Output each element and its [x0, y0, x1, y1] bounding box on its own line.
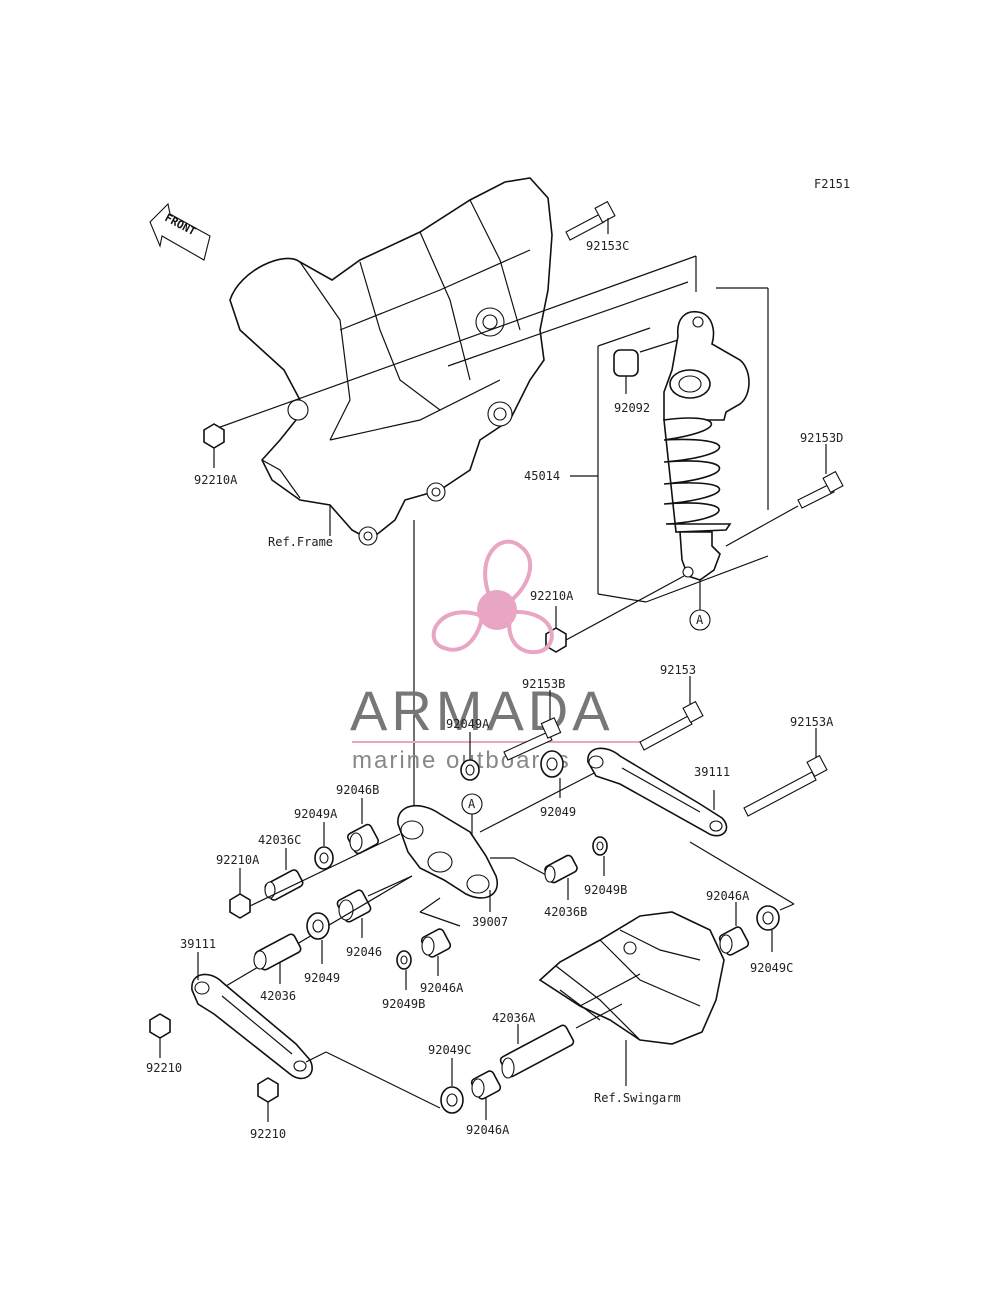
label-45014: 45014	[524, 469, 560, 483]
label-92049A-left: 92049A	[294, 807, 338, 821]
collar-42036C-drawing	[264, 869, 304, 901]
bolt-92153B-drawing	[503, 717, 562, 761]
link-39111-right-drawing	[587, 747, 728, 837]
label-92153D: 92153D	[800, 431, 843, 445]
label-92046A-mid: 92046A	[420, 981, 464, 995]
bolt-92153A-drawing	[743, 754, 828, 817]
label-92210A-top: 92210A	[194, 473, 238, 487]
label-92049C-right: 92049C	[750, 961, 793, 975]
front-arrow-icon: FRONT	[149, 202, 211, 261]
bolt-92153C-drawing	[565, 200, 616, 241]
label-39007: 39007	[472, 915, 508, 929]
label-92049-left: 92049	[304, 971, 340, 985]
label-92049A-top: 92049A	[446, 717, 490, 731]
bearing-92046A-right-drawing	[718, 926, 750, 956]
label-39111-right: 39111	[694, 765, 730, 779]
label-39111-left: 39111	[180, 937, 216, 951]
shock-absorber-drawing	[663, 310, 750, 581]
nut-92210-low-drawing	[257, 1077, 279, 1103]
rocker-39007-drawing	[397, 805, 499, 899]
label-92210A-left: 92210A	[216, 853, 260, 867]
collar-42036A-drawing	[499, 1024, 575, 1079]
label-92049B-right: 92049B	[584, 883, 627, 897]
label-92046A-low: 92046A	[466, 1123, 510, 1137]
callout-marker-rocker: A	[468, 797, 476, 811]
bearing-92046A-low-drawing	[470, 1070, 502, 1100]
figure-code: F2151	[814, 177, 850, 191]
nut-92210A-top-drawing	[203, 423, 225, 449]
label-42036: 42036	[260, 989, 296, 1003]
link-39111-left-drawing	[191, 973, 313, 1080]
label-92046A-right: 92046A	[706, 889, 750, 903]
label-92153: 92153	[660, 663, 696, 677]
armada-watermark-logo	[431, 539, 554, 655]
ref-frame-label: Ref.Frame	[268, 535, 333, 549]
label-92049-mid: 92049	[540, 805, 576, 819]
nut-92210-left-drawing	[149, 1013, 171, 1039]
label-92210-left: 92210	[146, 1061, 182, 1075]
nut-92210A-left-drawing	[229, 893, 251, 919]
label-92046: 92046	[346, 945, 382, 959]
ref-swingarm-label: Ref.Swingarm	[594, 1091, 681, 1105]
label-92049C-low: 92049C	[428, 1043, 471, 1057]
bolt-92153-drawing	[639, 700, 704, 751]
label-92153A: 92153A	[790, 715, 834, 729]
label-92049B-low: 92049B	[382, 997, 425, 1011]
watermark-brand: ARMADA	[350, 679, 614, 742]
label-42036C: 42036C	[258, 833, 301, 847]
bolt-92153D-drawing	[797, 470, 844, 509]
frame-drawing	[229, 177, 553, 546]
label-92092: 92092	[614, 401, 650, 415]
callout-marker-shock: A	[696, 613, 704, 627]
bearing-92046A-mid-drawing	[420, 928, 452, 958]
label-92153B: 92153B	[522, 677, 565, 691]
label-92210A-mid: 92210A	[530, 589, 574, 603]
label-92046B: 92046B	[336, 783, 379, 797]
label-42036B: 42036B	[544, 905, 587, 919]
collar-42036-drawing	[253, 933, 302, 971]
nut-92210A-mid-drawing	[545, 627, 567, 653]
bearing-92046B-drawing	[346, 823, 380, 855]
label-92210-low: 92210	[250, 1127, 286, 1141]
label-42036A: 42036A	[492, 1011, 536, 1025]
bearing-92046-drawing	[336, 889, 372, 923]
label-92153C: 92153C	[586, 239, 629, 253]
collar-42036B-drawing	[544, 854, 578, 884]
